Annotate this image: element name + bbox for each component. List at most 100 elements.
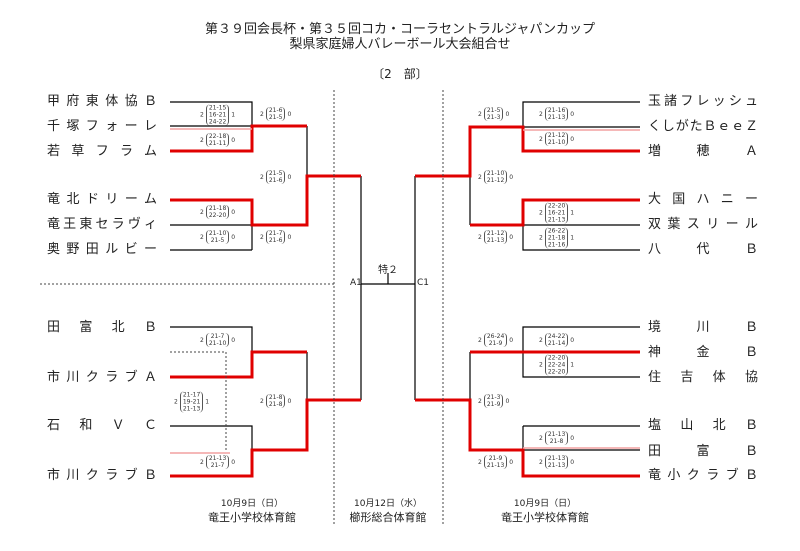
team-name: 玉諸フレッシュ xyxy=(648,94,758,109)
win-path xyxy=(170,350,307,379)
team-name: 神金Ｂ xyxy=(648,345,758,360)
team-name: 双葉スリール xyxy=(648,217,758,232)
game-score: 22-20 xyxy=(547,368,566,376)
sets-won: 2 xyxy=(539,361,543,369)
sets-won: 2 xyxy=(478,110,482,118)
game-score: 22-20 xyxy=(547,354,566,362)
game-score: 21-10 xyxy=(486,170,505,177)
sets-lost: 0 xyxy=(509,233,514,241)
game-score: 21-12 xyxy=(486,230,505,237)
game-score: 21-12 xyxy=(547,132,566,139)
game-score: 21-5 xyxy=(268,114,283,121)
sets-lost: 0 xyxy=(231,233,236,241)
game-score: 22-18 xyxy=(208,133,227,140)
sets-lost: 0 xyxy=(287,233,292,241)
sets-lost: 0 xyxy=(287,173,292,181)
bracket-line xyxy=(170,326,253,352)
team-name: 奥野田ルビー xyxy=(47,242,157,257)
sets-won: 2 xyxy=(200,458,204,466)
game-score: 21-6 xyxy=(268,107,283,114)
game-score: 21-13 xyxy=(547,462,566,469)
game-score: 21-14 xyxy=(547,340,566,347)
win-path xyxy=(170,124,307,153)
game-score: 21-13 xyxy=(547,431,566,438)
sets-won: 2 xyxy=(174,398,178,406)
footer-center: 10月12日（水）櫛形総合体育館 xyxy=(318,498,458,524)
label-c1: C1 xyxy=(417,278,430,288)
sets-lost: 1 xyxy=(205,398,210,406)
sets-lost: 0 xyxy=(287,397,292,405)
game-score: 16-21 xyxy=(208,111,227,119)
game-score: 22-20 xyxy=(208,212,227,219)
team-name: 八代Ｂ xyxy=(648,242,758,257)
footer-venue: 櫛形総合体育館 xyxy=(349,511,427,524)
team-name: 若草フラム xyxy=(47,144,157,159)
sets-lost: 1 xyxy=(231,111,236,119)
division-label: 〔2 部〕 xyxy=(372,67,428,81)
game-score: 21-13 xyxy=(182,405,201,413)
sets-lost: 0 xyxy=(505,110,510,118)
team-name: 塩山北Ｂ xyxy=(648,418,758,433)
sets-won: 2 xyxy=(260,233,264,241)
game-score: 21-18 xyxy=(208,205,227,212)
game-score: 21-5 xyxy=(486,107,501,114)
footer-left: 10月9日（日）竜王小学校体育館 xyxy=(182,498,322,524)
game-score: 16-21 xyxy=(547,209,566,217)
team-name: くしがたＢｅｅＺ xyxy=(648,119,758,134)
team-name: 市川クラブＡ xyxy=(47,370,157,385)
label-seed: 特２ xyxy=(378,265,398,276)
game-score: 21-10 xyxy=(208,230,227,237)
team-name: 石和ＶＣ xyxy=(47,418,157,433)
win-path xyxy=(170,174,361,227)
sets-lost: 0 xyxy=(287,110,292,118)
bracket-line xyxy=(170,425,253,450)
sets-won: 2 xyxy=(539,336,543,344)
game-score: 21-12 xyxy=(486,177,505,184)
game-score: 19-21 xyxy=(182,398,201,406)
sets-lost: 1 xyxy=(570,209,575,217)
sets-won: 2 xyxy=(539,458,543,466)
footer-right: 10月9日（日）竜王小学校体育館 xyxy=(475,498,615,524)
sets-lost: 0 xyxy=(231,336,236,344)
team-name: 田富北Ｂ xyxy=(47,320,157,335)
sets-won: 2 xyxy=(478,336,482,344)
game-score: 21-3 xyxy=(486,394,501,401)
team-name: 田富Ｂ xyxy=(648,444,758,459)
footer-date: 10月9日（日） xyxy=(513,499,577,509)
game-score: 21-13 xyxy=(547,114,566,121)
sets-won: 2 xyxy=(260,110,264,118)
win-path xyxy=(470,198,640,227)
game-score: 24-22 xyxy=(547,333,566,340)
game-score: 21-11 xyxy=(208,140,227,147)
sets-lost: 0 xyxy=(509,336,514,344)
sets-won: 2 xyxy=(539,110,543,118)
sets-won: 2 xyxy=(478,458,482,466)
sets-won: 2 xyxy=(539,135,543,143)
sets-won: 2 xyxy=(539,434,543,442)
sets-won: 2 xyxy=(539,209,543,217)
game-score: 21-16 xyxy=(547,241,566,249)
game-score: 21-6 xyxy=(268,237,283,244)
game-score: 21-13 xyxy=(486,462,505,469)
win-path xyxy=(170,398,361,478)
